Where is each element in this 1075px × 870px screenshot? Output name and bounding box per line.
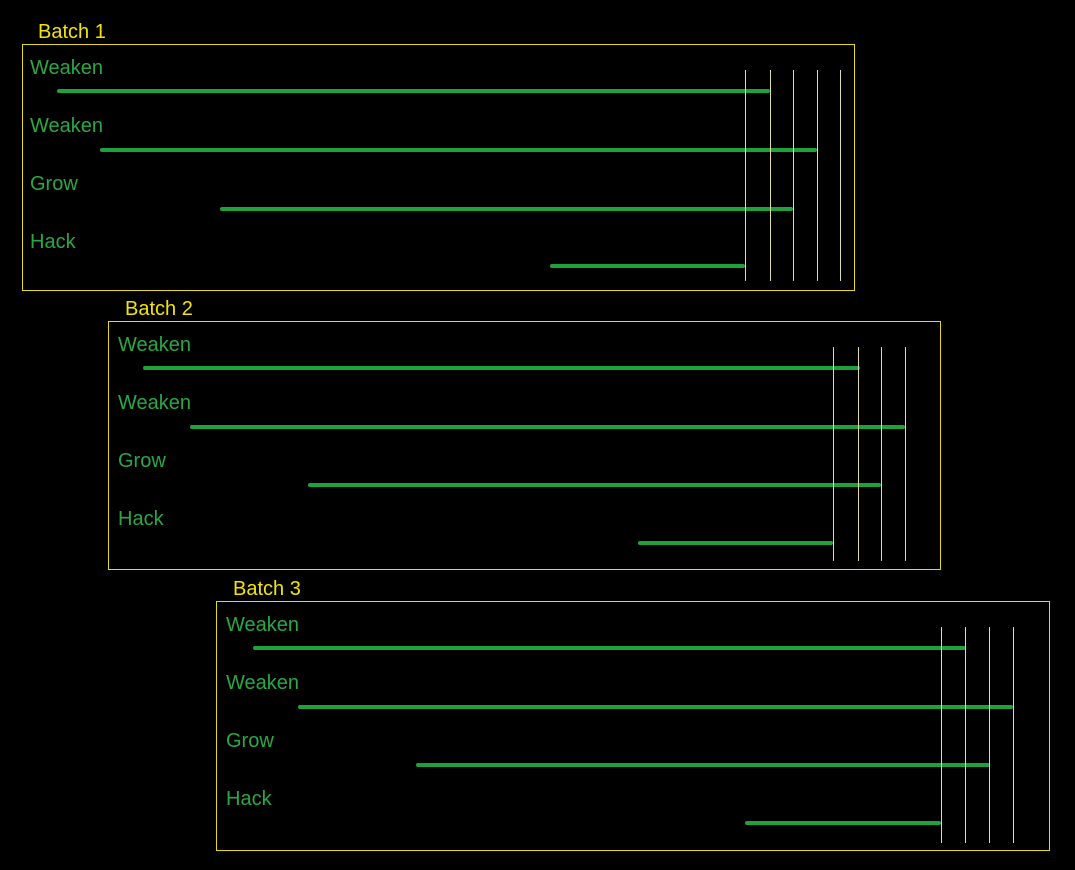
- batch-3-weaken-2-bar: [298, 705, 1013, 709]
- time-marker-line: [793, 70, 794, 281]
- batch-2-grow-bar: [308, 483, 881, 487]
- batch-1-hack-bar: [550, 264, 745, 268]
- batch-2-weaken-1-label: Weaken: [118, 334, 192, 356]
- time-marker-line: [881, 347, 882, 561]
- time-marker-line: [858, 347, 859, 561]
- batch-3-hack-label: Hack: [226, 788, 272, 810]
- batch-2-title: Batch 2: [125, 298, 193, 320]
- time-marker-line: [817, 70, 818, 281]
- batch-2-weaken-2-label: Weaken: [118, 392, 192, 414]
- time-marker-line: [1013, 627, 1014, 843]
- time-marker-line: [965, 627, 966, 843]
- batch-3-box: [216, 601, 1050, 851]
- time-marker-line: [840, 70, 841, 281]
- batch-3-grow-bar: [416, 763, 990, 767]
- batch-1-grow-label: Grow: [30, 173, 78, 195]
- time-marker-line: [770, 70, 771, 281]
- time-marker-line: [833, 347, 834, 561]
- batch-2-weaken-2-bar: [190, 425, 905, 429]
- batch-1-weaken-2-label: Weaken: [30, 115, 104, 137]
- batch-1-grow-bar: [220, 207, 793, 211]
- batch-1-box: [22, 44, 855, 291]
- batch-1-weaken-1-bar: [57, 89, 770, 93]
- batch-2-weaken-1-bar: [143, 366, 860, 370]
- time-marker-line: [745, 70, 746, 281]
- time-marker-line: [905, 347, 906, 561]
- batch-2-grow-label: Grow: [118, 450, 166, 472]
- batch-3-weaken-2-label: Weaken: [226, 672, 300, 694]
- batch-2-hack-label: Hack: [118, 508, 164, 530]
- batch-1-title: Batch 1: [38, 21, 106, 43]
- batch-1-hack-label: Hack: [30, 231, 76, 253]
- time-marker-line: [989, 627, 990, 843]
- batch-3-weaken-1-label: Weaken: [226, 614, 300, 636]
- batch-1-weaken-1-label: Weaken: [30, 57, 104, 79]
- batch-1-weaken-2-bar: [100, 148, 817, 152]
- batch-3-hack-bar: [745, 821, 941, 825]
- batch-2-box: [108, 321, 941, 570]
- batch-3-title: Batch 3: [233, 578, 301, 600]
- batch-3-grow-label: Grow: [226, 730, 274, 752]
- time-marker-line: [941, 627, 942, 843]
- batch-3-weaken-1-bar: [253, 646, 966, 650]
- batch-2-hack-bar: [638, 541, 833, 545]
